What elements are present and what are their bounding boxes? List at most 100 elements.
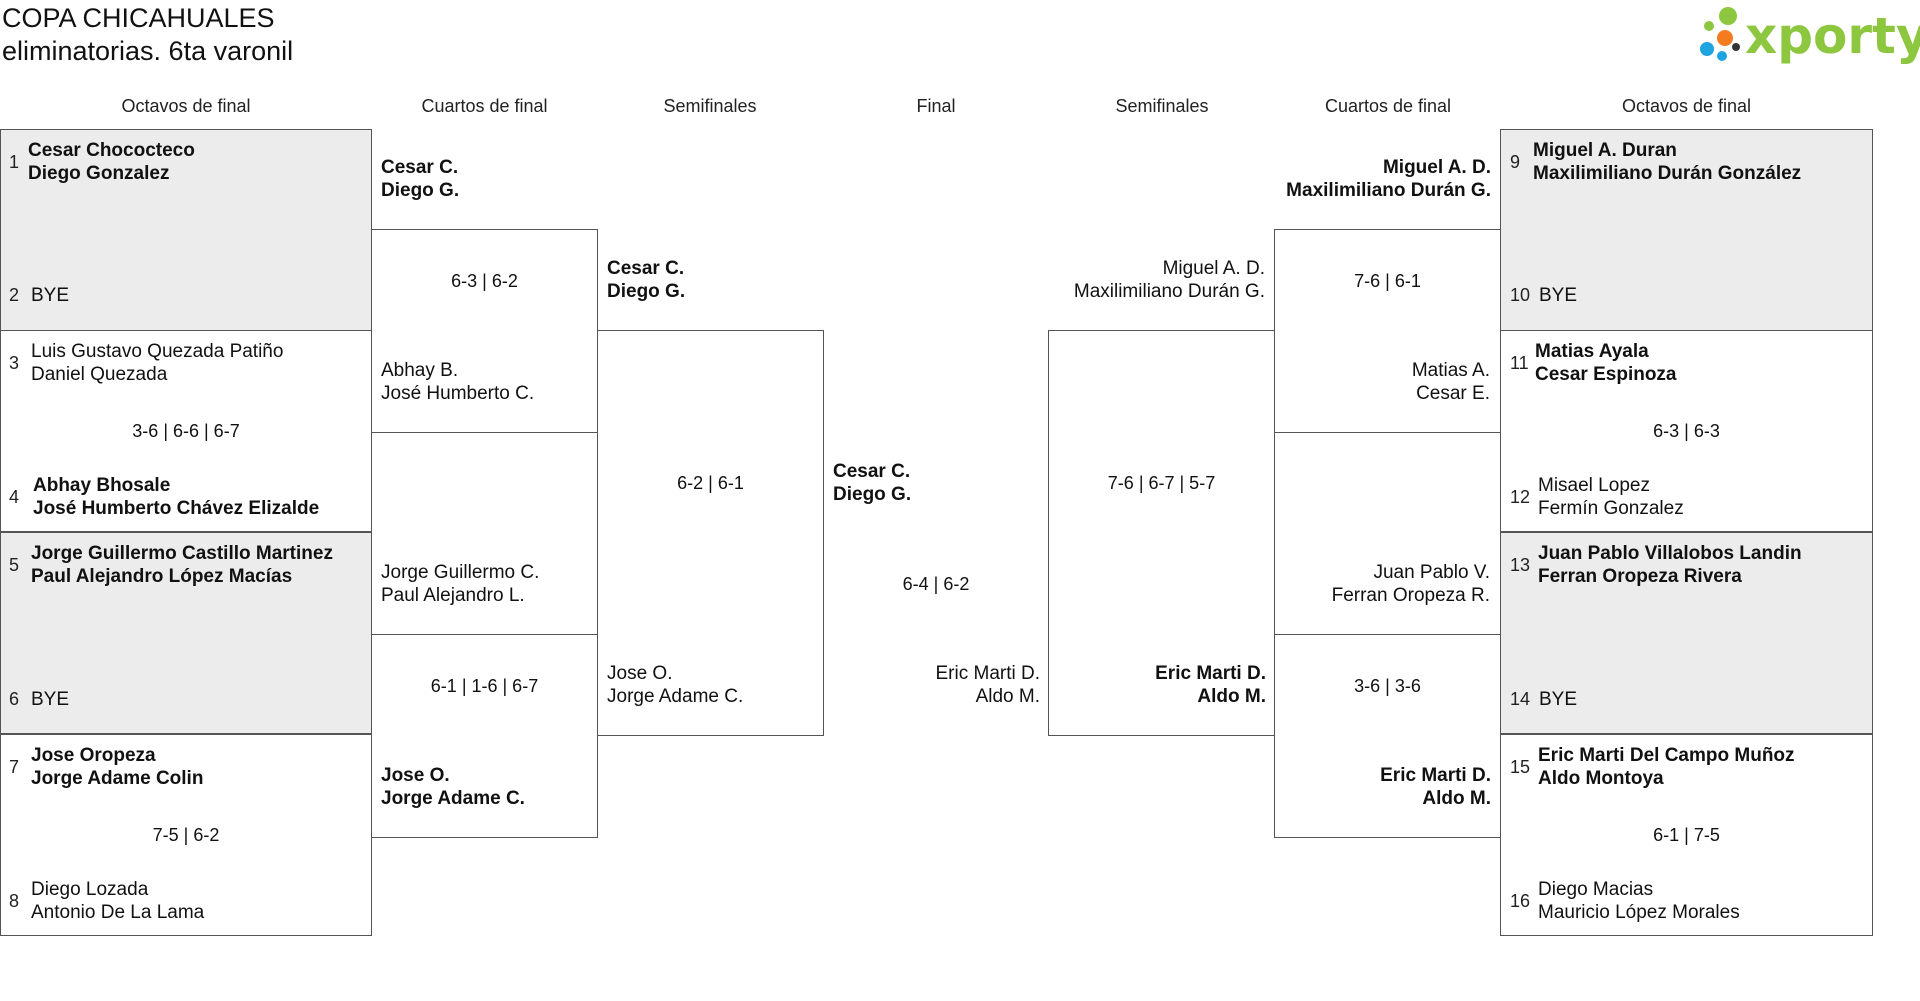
match-score: 6-1 | 1-6 | 6-7	[430, 676, 539, 696]
match-score: 3-6 | 3-6	[1354, 676, 1421, 696]
player-name: Jorge Adame C.	[381, 788, 525, 809]
player-name: Cesar Espinoza	[1535, 364, 1677, 385]
player-name: Cesar E.	[1416, 383, 1490, 404]
seed-number: 5	[9, 555, 20, 575]
player-name: Abhay Bhosale	[33, 475, 171, 496]
player-name: José Humberto C.	[381, 383, 535, 404]
player-name: Jose O.	[381, 765, 450, 786]
player-name: Matias A.	[1411, 360, 1490, 381]
player-name: Juan Pablo V.	[1373, 562, 1490, 583]
logo-text: xporty	[1745, 7, 1920, 65]
player-name: Diego G.	[607, 281, 686, 302]
player-name: Luis Gustavo Quezada Patiño	[31, 341, 284, 362]
header-left-octavos: Octavos de final	[121, 96, 251, 116]
player-name: Abhay B.	[381, 360, 459, 381]
seed-number: 8	[9, 891, 20, 911]
match-box-l-qf-2[interactable]	[371, 634, 598, 838]
player-name: Aldo M.	[975, 686, 1040, 707]
player-name: Maxilimiliano Durán G.	[1286, 180, 1491, 201]
seed-number: 2	[9, 285, 20, 305]
match-box-r-r16-2[interactable]	[1500, 330, 1873, 532]
seed-number: 12	[1510, 487, 1531, 507]
bye-label: BYE	[31, 285, 70, 306]
player-name: Cesar C.	[607, 258, 685, 279]
header-left-cuartos: Cuartos de final	[421, 96, 548, 116]
seed-number: 3	[9, 353, 20, 373]
bye-label: BYE	[31, 689, 70, 710]
player-name: Cesar Chococteco	[28, 140, 195, 161]
seed-number: 9	[1510, 152, 1521, 172]
match-score: 7-6 | 6-7 | 5-7	[1107, 473, 1216, 493]
seed-number: 15	[1510, 757, 1531, 777]
header-right-octavos: Octavos de final	[1621, 96, 1752, 116]
player-name: Ferran Oropeza R.	[1331, 585, 1490, 606]
header-final: Final	[916, 96, 956, 116]
player-name: José Humberto Chávez Elizalde	[33, 498, 320, 519]
seed-number: 6	[9, 689, 20, 709]
player-name: Paul Alejandro L.	[381, 585, 525, 606]
champion-name: Cesar C.	[833, 461, 911, 482]
player-name: Fermín Gonzalez	[1538, 498, 1684, 519]
player-name: Jorge Guillermo C.	[381, 562, 540, 583]
player-name: Matias Ayala	[1535, 341, 1649, 362]
xporty-logo: xporty	[1695, 4, 1920, 74]
tournament-name: COPA CHICAHUALES	[2, 3, 275, 33]
bye-label: BYE	[1539, 285, 1578, 306]
match-score: 7-5 | 6-2	[152, 825, 220, 845]
player-name: Diego Gonzalez	[28, 163, 170, 184]
player-name: Misael Lopez	[1538, 475, 1650, 496]
player-name: Eric Marti Del Campo Muñoz	[1538, 745, 1795, 766]
header-right-semifinales: Semifinales	[1115, 96, 1209, 116]
player-name: Aldo M.	[1197, 686, 1266, 707]
seed-number: 11	[1510, 353, 1529, 373]
player-name: Diego G.	[381, 180, 460, 201]
player-name: Diego Macias	[1538, 879, 1654, 900]
player-name: Maxilimiliano Durán González	[1533, 163, 1802, 184]
player-name: Juan Pablo Villalobos Landin	[1538, 543, 1802, 564]
seed-number: 13	[1510, 555, 1531, 575]
player-name: Jose O.	[607, 663, 673, 684]
player-name: Aldo Montoya	[1538, 768, 1664, 789]
match-score: 6-1 | 7-5	[1653, 825, 1720, 845]
player-name: Jorge Guillermo Castillo Martinez	[31, 543, 333, 564]
player-name: Miguel A. D.	[1382, 157, 1491, 178]
match-score: 6-3 | 6-2	[451, 271, 518, 291]
final-score: 6-4 | 6-2	[902, 574, 970, 594]
player-name: Daniel Quezada	[31, 364, 168, 385]
player-name: Paul Alejandro López Macías	[31, 566, 293, 587]
match-box-r-r16-1[interactable]	[1500, 129, 1873, 331]
player-name: Eric Marti D.	[1380, 765, 1491, 786]
match-box-l-r16-3[interactable]	[0, 532, 372, 734]
match-score: 7-6 | 6-1	[1354, 271, 1421, 291]
header-right-cuartos: Cuartos de final	[1324, 96, 1452, 116]
match-box-r-r16-4[interactable]	[1500, 734, 1873, 936]
player-name: Eric Marti D.	[935, 663, 1041, 684]
match-score: 6-3 | 6-3	[1653, 421, 1720, 441]
tournament-subtitle: eliminatorias. 6ta varonil	[2, 36, 294, 66]
player-name: Cesar C.	[381, 157, 459, 178]
player-name: Antonio De La Lama	[31, 902, 205, 923]
seed-number: 16	[1510, 891, 1531, 911]
match-box-l-sf[interactable]	[597, 330, 824, 736]
player-name: Jose Oropeza	[31, 745, 156, 766]
tournament-title: COPA CHICAHUALES eliminatorias. 6ta varo…	[2, 2, 293, 68]
match-score: 3-6 | 6-6 | 6-7	[132, 421, 240, 441]
match-box-r-sf[interactable]	[1048, 330, 1275, 736]
player-name: Aldo M.	[1422, 788, 1491, 809]
champion-name: Diego G.	[833, 484, 912, 505]
seed-number: 7	[9, 757, 20, 777]
header-left-semifinales: Semifinales	[663, 96, 757, 116]
player-name: Ferran Oropeza Rivera	[1538, 566, 1742, 587]
player-name: Diego Lozada	[31, 879, 149, 900]
seed-number: 1	[9, 152, 20, 172]
player-name: Maxilimiliano Durán G.	[1073, 281, 1265, 302]
player-name: Eric Marti D.	[1155, 663, 1266, 684]
player-name: Miguel A. Duran	[1533, 140, 1677, 161]
bye-label: BYE	[1539, 689, 1578, 710]
seed-number: 14	[1510, 689, 1531, 709]
player-name: Jorge Adame C.	[607, 686, 744, 707]
seed-number: 10	[1510, 285, 1531, 305]
player-name: Miguel A. D.	[1162, 258, 1265, 279]
player-name: Jorge Adame Colin	[31, 768, 204, 789]
match-box-r-r16-3[interactable]	[1500, 532, 1873, 734]
